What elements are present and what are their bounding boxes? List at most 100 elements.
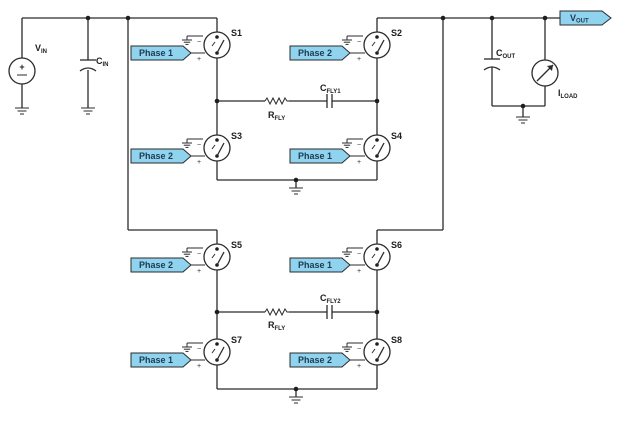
cfly2-label: CFLY2 [320, 293, 341, 305]
switch-contact-top [215, 138, 219, 142]
switch-label: S3 [231, 131, 242, 141]
switch-body [363, 243, 391, 271]
switch-contact-top [215, 342, 219, 346]
ground-icon [289, 396, 303, 404]
ground-icon [342, 346, 352, 352]
switch-minus-sign: − [357, 251, 361, 258]
cout-label: COUT [496, 48, 516, 60]
switch-s3: S3−+Phase 2 [130, 131, 242, 166]
switch-control-link [371, 348, 376, 354]
phase-tag-label: Phase 2 [139, 260, 173, 270]
ground-icon [342, 142, 352, 148]
junction-dots [85, 15, 548, 392]
switch-s7: S7−+Phase 1 [130, 335, 242, 370]
cfly1-label: CFLY1 [320, 83, 341, 95]
cin-label: CIN [96, 56, 109, 68]
switch-control-link [211, 41, 216, 47]
switch-blade [376, 39, 385, 54]
ground-icon [81, 107, 95, 115]
ground-icon [182, 251, 192, 257]
switch-s8: S8−+Phase 2 [289, 335, 402, 370]
rfly2-label: RFLY [268, 320, 285, 332]
switch-s4: S4 − + Phase 1 [289, 131, 402, 166]
ground-icon [342, 251, 352, 257]
switch-minus-sign: − [197, 39, 201, 46]
phase-tag [289, 45, 351, 61]
vout-tag [559, 10, 612, 26]
switch-body [203, 243, 231, 271]
switches: S1 − + Phase 1 S2 − + Phase 2 S3 − + Phase 2 S4 − + Pha… [130, 28, 402, 370]
switch-blade [216, 39, 225, 54]
switch-body [363, 134, 391, 162]
ground-icon [182, 346, 192, 352]
ground-icon [342, 39, 352, 45]
switch-plus-sign: + [357, 363, 361, 370]
switch-body [203, 338, 231, 366]
ground-icon [516, 116, 530, 124]
switch-minus-sign: − [357, 39, 361, 46]
switch-body [203, 31, 231, 59]
ground-icon [15, 107, 29, 115]
switch-control-link [371, 253, 376, 259]
switch-label: S1 [231, 28, 242, 38]
phase-tag-label: Phase 1 [298, 151, 332, 161]
rfly2-resistor [264, 307, 289, 317]
switch-control-link [211, 348, 216, 354]
wiring [21, 17, 560, 397]
switch-plus-sign: + [197, 56, 201, 63]
switch-body [203, 134, 231, 162]
switch-blade [216, 346, 225, 361]
switch-label: S8 [391, 335, 402, 345]
cfly2-capacitor [326, 305, 333, 319]
cin-capacitor [79, 59, 97, 72]
switch-contact-top [375, 342, 379, 346]
switch-minus-sign: − [197, 142, 201, 149]
phase-tag [130, 257, 192, 273]
switch-body [363, 31, 391, 59]
phase-tag [130, 148, 192, 164]
switch-s6: S6−+Phase 1 [289, 240, 402, 275]
switch-contact-top [375, 138, 379, 142]
switch-minus-sign: − [197, 251, 201, 258]
phase-tag [130, 352, 192, 368]
vin-source-sign: + [19, 62, 24, 72]
grounds [15, 107, 530, 404]
phase-tag [289, 352, 351, 368]
ground-icon [182, 142, 192, 148]
switch-control-link [211, 144, 216, 150]
cfly1-capacitor [326, 94, 333, 108]
switch-blade [216, 142, 225, 157]
switch-plus-sign: + [357, 159, 361, 166]
switch-minus-sign: − [357, 142, 361, 149]
ground-icon [182, 39, 192, 45]
rfly1-resistor [264, 96, 289, 106]
switch-label: S5 [231, 240, 242, 250]
iload-label: ILOAD [558, 88, 578, 100]
switch-blade [376, 346, 385, 361]
switch-control-link [371, 41, 376, 47]
switch-plus-sign: + [357, 56, 361, 63]
switch-contact-top [215, 247, 219, 251]
switch-contact-top [215, 35, 219, 39]
ground-icon [289, 187, 303, 195]
vout-label: VOUT [570, 13, 589, 25]
switch-plus-sign: + [197, 159, 201, 166]
phase-tag [289, 148, 351, 164]
switch-control-link [211, 253, 216, 259]
switch-label: S2 [391, 28, 402, 38]
current-load [531, 59, 559, 87]
switch-plus-sign: + [357, 268, 361, 275]
switch-blade [216, 251, 225, 266]
switch-body [363, 338, 391, 366]
switch-contact-top [375, 35, 379, 39]
switch-label: S7 [231, 335, 242, 345]
switch-s5: S5−+Phase 2 [130, 240, 242, 275]
phase-tag-label: Phase 2 [298, 48, 332, 58]
switch-minus-sign: − [357, 346, 361, 353]
phase-tag [130, 45, 192, 61]
switch-contact-top [375, 247, 379, 251]
switch-label: S4 [391, 131, 402, 141]
cout-capacitor [483, 58, 501, 71]
phase-tag [289, 257, 351, 273]
